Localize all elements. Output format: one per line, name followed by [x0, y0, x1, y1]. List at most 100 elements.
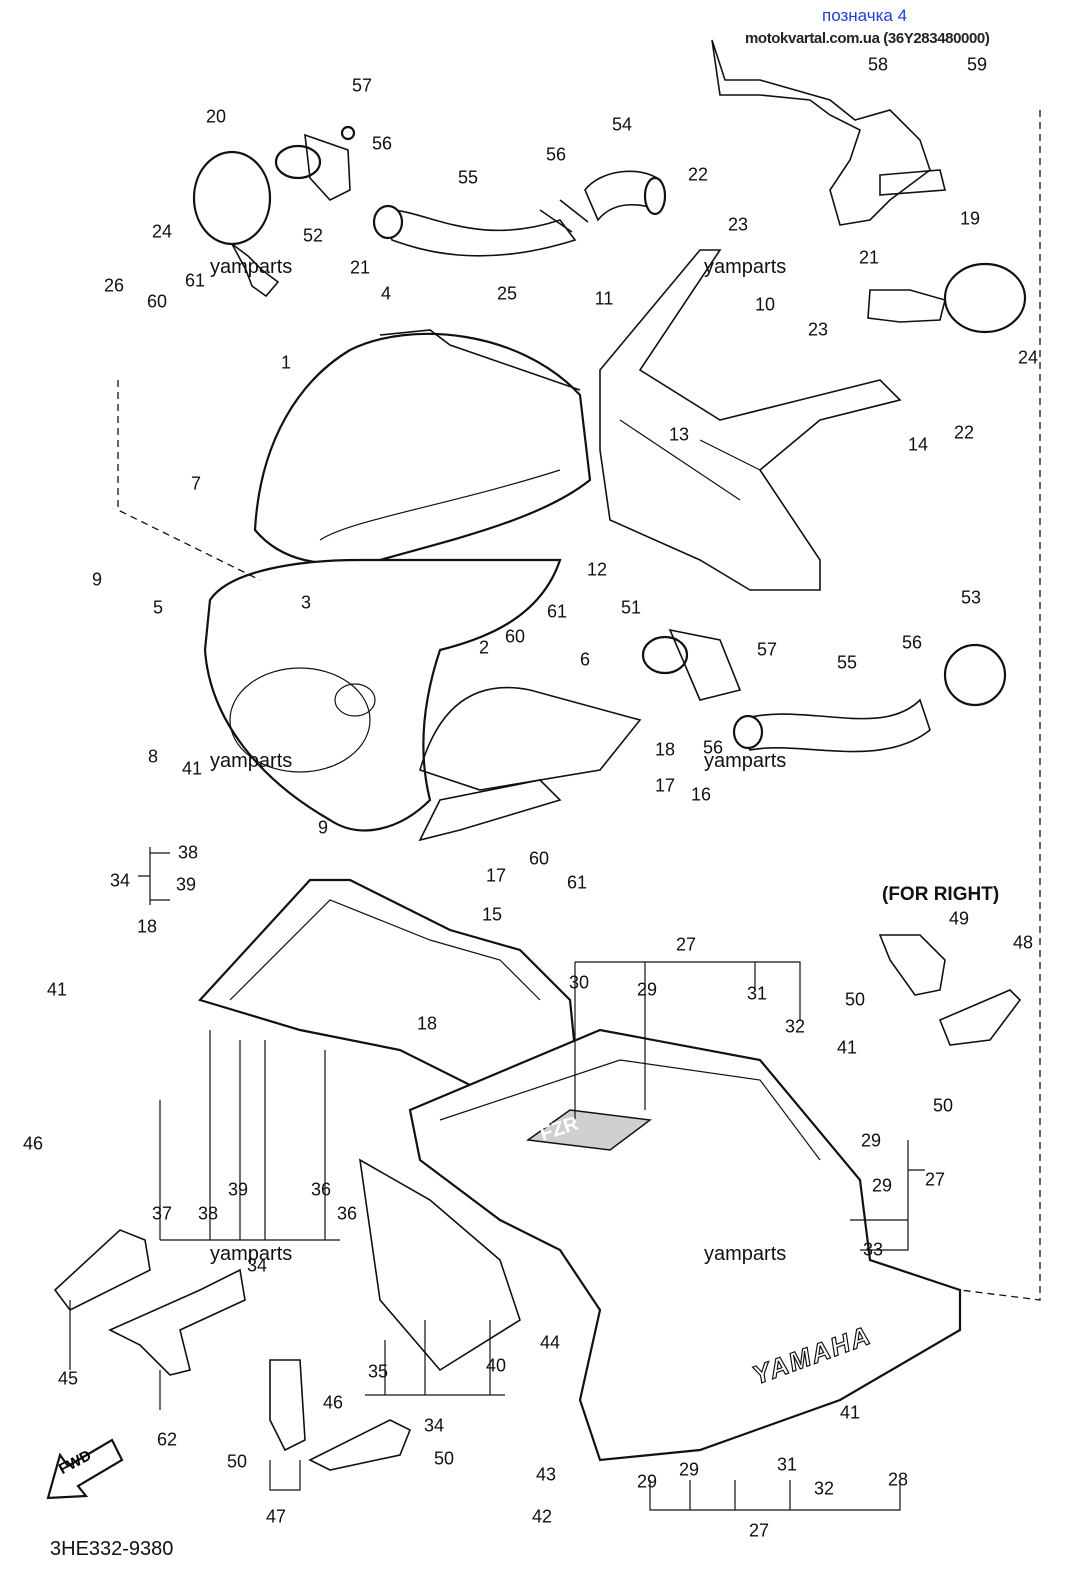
part-number: 57 [351, 75, 373, 96]
part-number: 15 [481, 904, 503, 925]
part-number: 12 [586, 559, 608, 580]
part-number: 31 [746, 983, 768, 1004]
part-number: 29 [636, 979, 658, 1000]
part-number: 61 [566, 872, 588, 893]
part-number: 55 [457, 167, 479, 188]
part-number: 22 [953, 422, 975, 443]
part-number: 40 [485, 1355, 507, 1376]
part-number: 39 [227, 1179, 249, 1200]
part-number: 17 [485, 865, 507, 886]
part-number: 27 [924, 1169, 946, 1190]
part-number: 10 [754, 294, 776, 315]
part-number: 19 [959, 208, 981, 229]
part-number: 29 [871, 1175, 893, 1196]
part-number: 24 [151, 221, 173, 242]
part-number: 60 [528, 848, 550, 869]
part-number: 50 [844, 989, 866, 1010]
part-number: 56 [901, 632, 923, 653]
upper-right-duct [584, 170, 667, 222]
part-number: 6 [579, 649, 591, 670]
source-reference: motokvartal.com.ua (36Y283480000) [745, 30, 990, 47]
part-number: 58 [867, 54, 889, 75]
part-number: 24 [1017, 347, 1039, 368]
part-number: 53 [960, 587, 982, 608]
part-number: 50 [932, 1095, 954, 1116]
part-number: 29 [636, 1471, 658, 1492]
watermark: yamparts [704, 256, 787, 278]
for-right-note: (FOR RIGHT) [882, 884, 1000, 905]
part-number: 34 [246, 1255, 268, 1276]
watermark: yamparts [210, 1243, 293, 1265]
part-number: 28 [887, 1469, 909, 1490]
part-number: 48 [1012, 932, 1034, 953]
part-number: 52 [302, 225, 324, 246]
leader-lines [69, 110, 1041, 1511]
part-number: 32 [784, 1016, 806, 1037]
part-number: 20 [205, 106, 227, 127]
fwd-arrow [46, 1438, 124, 1500]
part-number: 25 [496, 283, 518, 304]
part-number: 14 [907, 434, 929, 455]
part-number: 16 [690, 784, 712, 805]
watermark: yamparts [210, 750, 293, 772]
part-number: 34 [109, 870, 131, 891]
part-number: 51 [620, 597, 642, 618]
part-number: 34 [423, 1415, 445, 1436]
part-number: 38 [197, 1203, 219, 1224]
part-number: 18 [136, 916, 158, 937]
part-number: 55 [836, 652, 858, 673]
part-number: 21 [858, 247, 880, 268]
part-number: 60 [146, 291, 168, 312]
part-number: 11 [594, 288, 614, 309]
part-number: 38 [177, 842, 199, 863]
part-number: 9 [317, 817, 329, 838]
part-number: 30 [568, 972, 590, 993]
part-number: 44 [539, 1332, 561, 1353]
part-number: 13 [668, 424, 690, 445]
part-number: 35 [367, 1361, 389, 1382]
part-number: 36 [336, 1203, 358, 1224]
mirror-stay-bracket [711, 39, 947, 226]
part-number: 23 [807, 319, 829, 340]
part-number: 46 [322, 1392, 344, 1413]
lower-right-duct-assembly [641, 628, 1007, 753]
front-cowling [203, 558, 562, 832]
right-mirror [867, 262, 1027, 334]
part-number: 49 [948, 908, 970, 929]
part-number: 57 [756, 639, 778, 660]
part-number: 27 [675, 934, 697, 955]
lower-brackets [53, 934, 1022, 1471]
part-number: 61 [546, 601, 568, 622]
fairing-stay-frame [599, 249, 902, 591]
part-number: 56 [545, 144, 567, 165]
part-number: 36 [310, 1179, 332, 1200]
part-number: 31 [776, 1454, 798, 1475]
part-number: 46 [22, 1133, 44, 1154]
part-number: 2 [478, 637, 490, 658]
part-number: 41 [46, 979, 68, 1000]
part-number: 29 [678, 1459, 700, 1480]
part-number: 26 [103, 275, 125, 296]
part-number: 18 [654, 739, 676, 760]
part-number: 50 [226, 1451, 248, 1472]
part-number: 41 [181, 758, 203, 779]
part-number: 43 [535, 1464, 557, 1485]
part-number: 29 [860, 1130, 882, 1151]
part-number: 59 [966, 54, 988, 75]
windscreen [253, 329, 592, 565]
part-number: 47 [265, 1506, 287, 1527]
watermark: yamparts [704, 1243, 787, 1265]
watermark: yamparts [210, 256, 293, 278]
part-number: 22 [687, 164, 709, 185]
part-number: 32 [813, 1478, 835, 1499]
part-number: 56 [702, 737, 724, 758]
left-intake-duct [274, 125, 356, 201]
part-number: 8 [147, 746, 159, 767]
part-number: 33 [862, 1239, 884, 1260]
part-number: 4 [380, 283, 392, 304]
left-mirror [192, 150, 280, 298]
part-number: 21 [349, 257, 371, 278]
part-number: 3 [300, 592, 312, 613]
